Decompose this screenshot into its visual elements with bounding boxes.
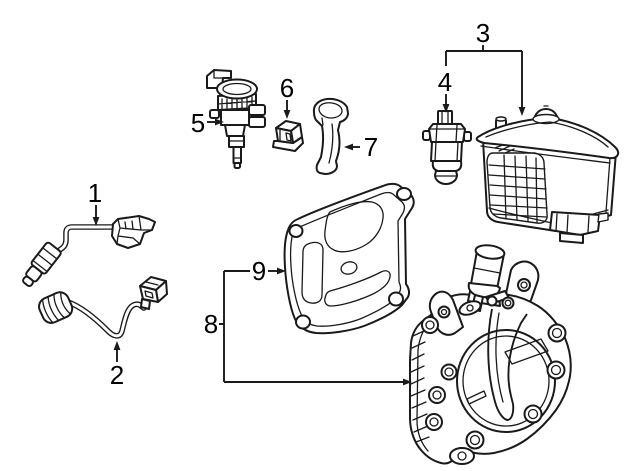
part-8-inlet-port xyxy=(467,244,506,312)
part-9-inner-web xyxy=(301,200,391,307)
part-5-stem xyxy=(232,146,242,164)
callout-3-bracket xyxy=(445,45,523,108)
part-4-hex-collar xyxy=(428,123,466,143)
callout-6: 6 xyxy=(280,73,294,119)
callout-2-label[interactable]: 2 xyxy=(110,360,124,390)
part-8-face-slots xyxy=(466,338,549,405)
callout-9: 9 xyxy=(252,256,286,286)
part-8-rib xyxy=(487,308,528,421)
callout-8: 8 xyxy=(204,270,412,386)
part-9-outline xyxy=(283,182,415,335)
part-3-filter-texture xyxy=(486,143,548,224)
part-3-bottom-fitting xyxy=(549,211,609,244)
callout-7-label[interactable]: 7 xyxy=(364,132,378,162)
part-2-oxygen-sensor[interactable] xyxy=(36,276,168,339)
callout-6-label[interactable]: 6 xyxy=(280,73,294,103)
part-1-oxygen-sensor[interactable] xyxy=(19,215,156,290)
part-7-bracket[interactable] xyxy=(312,97,349,175)
part-5-port-lower xyxy=(248,116,266,128)
part-5-left-nub xyxy=(209,109,220,119)
part-8-bottom-boss xyxy=(449,447,475,465)
callout-1-label[interactable]: 1 xyxy=(88,178,102,208)
part-5-purge-valve[interactable] xyxy=(206,69,266,169)
part-5-port-upper xyxy=(248,104,266,116)
part-2-connector xyxy=(139,276,168,310)
part-4-vent-valve[interactable] xyxy=(422,110,472,185)
part-9-bolt-holes xyxy=(288,187,412,330)
part-3-canister[interactable] xyxy=(475,105,620,244)
part-5-body xyxy=(220,109,250,126)
part-1-probe xyxy=(22,241,62,287)
part-1-connector xyxy=(111,215,156,249)
callout-1: 1 xyxy=(88,178,102,226)
part-5-taper xyxy=(224,124,246,137)
callout-4: 4 xyxy=(438,67,452,113)
part-2-probe xyxy=(38,291,74,324)
part-9-gasket[interactable] xyxy=(283,182,415,335)
part-2-cable xyxy=(65,299,147,339)
callout-9-label[interactable]: 9 xyxy=(252,256,266,286)
callout-5: 5 xyxy=(191,108,224,138)
callout-3: 3 xyxy=(445,18,526,116)
part-1-cable xyxy=(49,224,121,259)
part-5-collar-teeth xyxy=(217,96,257,110)
callout-7: 7 xyxy=(344,132,378,162)
callout-4-label[interactable]: 4 xyxy=(438,67,452,97)
part-6-filter-box[interactable] xyxy=(272,120,304,152)
part-8-vacuum-pump[interactable] xyxy=(409,244,572,465)
callout-2: 2 xyxy=(110,341,124,390)
callout-3-label[interactable]: 3 xyxy=(476,18,490,48)
callout-8-label[interactable]: 8 xyxy=(204,309,218,339)
callout-5-label[interactable]: 5 xyxy=(191,108,205,138)
part-8-bolt-bosses xyxy=(421,278,567,450)
part-5-diaphragm-ring xyxy=(216,78,258,100)
callout-8-bracket xyxy=(219,270,404,383)
